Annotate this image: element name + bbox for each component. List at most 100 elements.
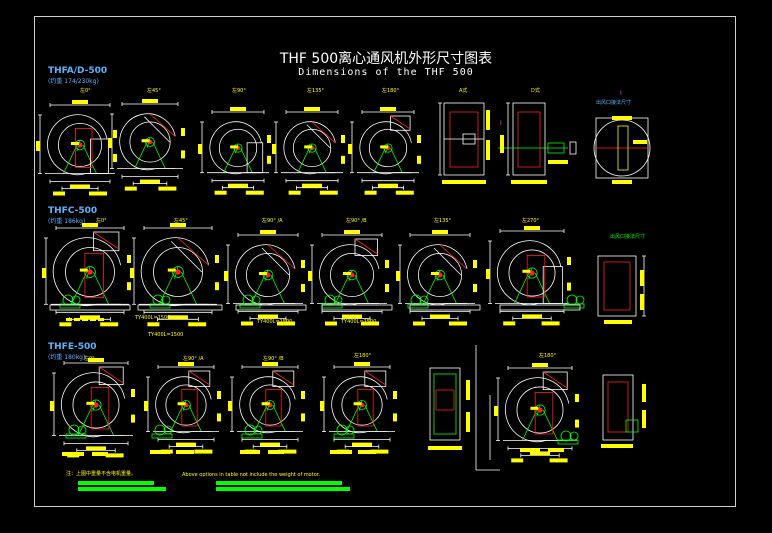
dimension-tag xyxy=(82,318,88,321)
fan-outlet xyxy=(170,241,203,273)
motor-base xyxy=(407,303,429,309)
dimension-tag xyxy=(548,448,564,452)
fan-inner-ring xyxy=(72,381,120,429)
dimension-tag xyxy=(100,322,119,327)
dimension-tag xyxy=(342,314,362,319)
motor-base xyxy=(241,433,263,439)
fan-inner-ring xyxy=(341,384,383,426)
fan-hub-core xyxy=(93,402,99,408)
fan-support xyxy=(354,274,369,304)
side-view-core xyxy=(607,381,629,433)
dimension-tag xyxy=(633,140,647,144)
dimension-tag xyxy=(304,145,313,149)
dimension-tag xyxy=(385,284,389,292)
dimension-tag xyxy=(341,135,345,143)
view-label: 左270° xyxy=(522,218,540,224)
note-highlight xyxy=(78,487,166,491)
side-view-housing xyxy=(602,374,634,441)
dimension-tag xyxy=(348,144,352,154)
dimension-tag xyxy=(259,272,267,275)
dimension-tag xyxy=(168,315,188,320)
dimension-tag xyxy=(393,391,397,399)
dimension-tag xyxy=(640,294,644,310)
fan-support xyxy=(522,409,538,441)
dimension-tag xyxy=(113,130,117,138)
base-plate xyxy=(49,304,131,311)
dimension-tag xyxy=(320,401,324,411)
dimension-tag xyxy=(361,321,379,326)
fan-inner-ring xyxy=(368,128,408,168)
dimension-tag xyxy=(473,260,477,268)
fan-inner-ring xyxy=(165,384,207,426)
dimension-tag xyxy=(141,139,150,143)
dimension-tag xyxy=(380,107,396,111)
dimension-tag xyxy=(549,458,568,463)
fan-support xyxy=(223,147,236,173)
dimension-tag xyxy=(167,268,176,272)
motor-base xyxy=(239,303,261,309)
dimension-tag xyxy=(130,268,134,278)
fan-outlet xyxy=(542,371,568,391)
fan-outlet-hatch xyxy=(272,370,295,386)
dimension-tag xyxy=(86,446,106,451)
fan-motor-outline xyxy=(357,389,374,427)
outlet-flange-inner xyxy=(603,261,631,311)
dimension-tag xyxy=(127,282,131,291)
view-label: A式 xyxy=(459,88,468,94)
view-label: 左0° xyxy=(80,88,91,94)
section-title-thfad: THFA/D-500 xyxy=(48,66,108,76)
dimension-tag xyxy=(230,145,239,149)
outlet-dim-label: 出风口接法尺寸 xyxy=(596,100,632,106)
dimension-tag xyxy=(53,191,65,196)
dimension-tag xyxy=(330,450,352,454)
view-label: 左90° /B xyxy=(263,356,284,362)
view-label: 左0° xyxy=(96,218,107,224)
dimension-tag xyxy=(144,401,148,411)
fan-motor-outline xyxy=(534,391,554,435)
side-view-motor xyxy=(449,111,479,168)
section-title-thfe: THFE-500 xyxy=(48,342,97,352)
fan-support xyxy=(152,141,166,169)
dimension-tag xyxy=(267,155,271,164)
dimension-tag xyxy=(442,180,486,184)
dimension-tag xyxy=(176,442,196,447)
section-title-thfc: THFC-500 xyxy=(48,206,98,216)
dimension-tag xyxy=(217,413,221,422)
dimension-tag xyxy=(245,190,264,195)
dimension-tag xyxy=(567,257,571,265)
view-sublabel: TY400L=1500 xyxy=(341,319,377,325)
fan-outlet-hatch xyxy=(93,231,120,250)
dimension-tag xyxy=(98,318,104,321)
motor-base xyxy=(563,303,585,309)
fan-motor-outline xyxy=(75,128,93,168)
fan-hub-core xyxy=(87,269,93,275)
dimension-tag xyxy=(62,452,84,456)
fan-hub-core xyxy=(529,270,535,276)
outlet-flange-slot xyxy=(617,125,629,171)
dimension-tag xyxy=(198,144,202,154)
fan-support xyxy=(390,147,403,173)
fan-support xyxy=(78,404,94,436)
dimension-tag xyxy=(601,444,633,448)
dimension-tag xyxy=(215,282,219,291)
dimension-tag xyxy=(430,314,450,319)
fan-inner-ring xyxy=(516,386,564,434)
fan-inner-ring xyxy=(417,252,462,297)
fan-outlet-hatch xyxy=(188,370,211,386)
dimension-tag xyxy=(178,362,194,366)
fan-support xyxy=(254,404,268,432)
dimension-tag xyxy=(548,160,568,164)
fan-support xyxy=(373,147,386,173)
dimension-tag xyxy=(541,321,560,326)
fan-support xyxy=(93,271,110,305)
dimension-tag xyxy=(413,321,425,326)
fan-support xyxy=(158,271,175,305)
fan-support xyxy=(514,272,530,304)
side-view-housing xyxy=(429,367,461,441)
dimension-tag xyxy=(105,453,124,458)
drawing-subtitle: Dimensions of the THF 500 xyxy=(298,67,474,78)
fan-support xyxy=(98,404,114,436)
dimension-tag xyxy=(319,190,338,195)
dimension-tag xyxy=(522,314,542,319)
dimension-tag xyxy=(473,284,477,292)
